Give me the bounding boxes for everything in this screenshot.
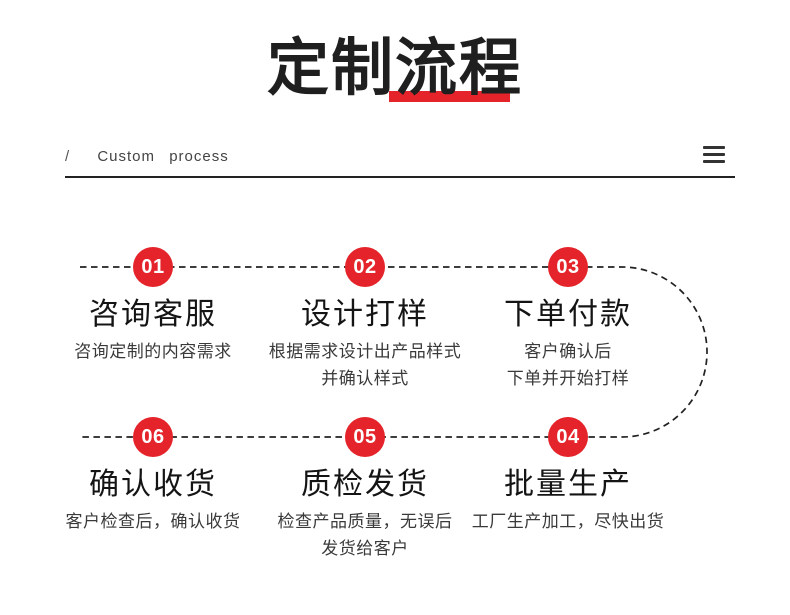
subtitle-slash: / [65,148,71,165]
step-number-badge: 02 [345,247,385,287]
step-description-line: 客户确认后 [524,342,612,361]
step-description: 检查产品质量，无误后 发货给客户 [250,508,480,562]
page-title-part2-highlight: 流程 [389,30,524,108]
step-description-line: 下单并开始打样 [506,369,630,388]
step-title: 批量生产 [504,468,632,501]
step-title: 下单付款 [504,298,632,331]
subheader: / Custom process [65,146,735,176]
step-description: 工厂生产加工，尽快出货 [453,508,683,535]
step-description-line: 检查产品质量，无误后 [277,512,453,531]
page-title-part2: 流程 [395,34,524,103]
step-title: 质检发货 [301,468,429,501]
step-description: 咨询定制的内容需求 [38,338,268,365]
step-06: 06 确认收货 客户检查后，确认收货 [38,417,268,535]
step-title: 确认收货 [89,468,217,501]
step-description: 根据需求设计出产品样式 并确认样式 [250,338,480,392]
step-02: 02 设计打样 根据需求设计出产品样式 并确认样式 [250,247,480,392]
step-description-line: 咨询定制的内容需求 [74,342,232,361]
step-04: 04 批量生产 工厂生产加工，尽快出货 [453,417,683,535]
header-divider [65,176,735,178]
step-description: 客户确认后 下单并开始打样 [453,338,683,392]
step-description: 客户检查后，确认收货 [38,508,268,535]
step-title: 设计打样 [301,298,429,331]
step-description-line: 根据需求设计出产品样式 [268,342,462,361]
step-title: 咨询客服 [89,298,217,331]
step-number-badge: 04 [548,417,588,457]
step-description-line: 客户检查后，确认收货 [65,512,241,531]
step-number-badge: 01 [133,247,173,287]
step-number-badge: 05 [345,417,385,457]
page-title-part1: 定制 [266,34,395,103]
step-01: 01 咨询客服 咨询定制的内容需求 [38,247,268,365]
step-number-badge: 06 [133,417,173,457]
menu-icon [703,146,725,163]
step-description-line: 工厂生产加工，尽快出货 [471,512,665,531]
step-03: 03 下单付款 客户确认后 下单并开始打样 [453,247,683,392]
step-number-badge: 03 [548,247,588,287]
step-05: 05 质检发货 检查产品质量，无误后 发货给客户 [250,417,480,562]
subtitle-text: Custom process [97,148,229,165]
red-underline-bar [389,91,511,102]
step-description-line: 发货给客户 [321,539,409,558]
page-title: 定制流程 [0,30,790,108]
step-description-line: 并确认样式 [321,369,409,388]
